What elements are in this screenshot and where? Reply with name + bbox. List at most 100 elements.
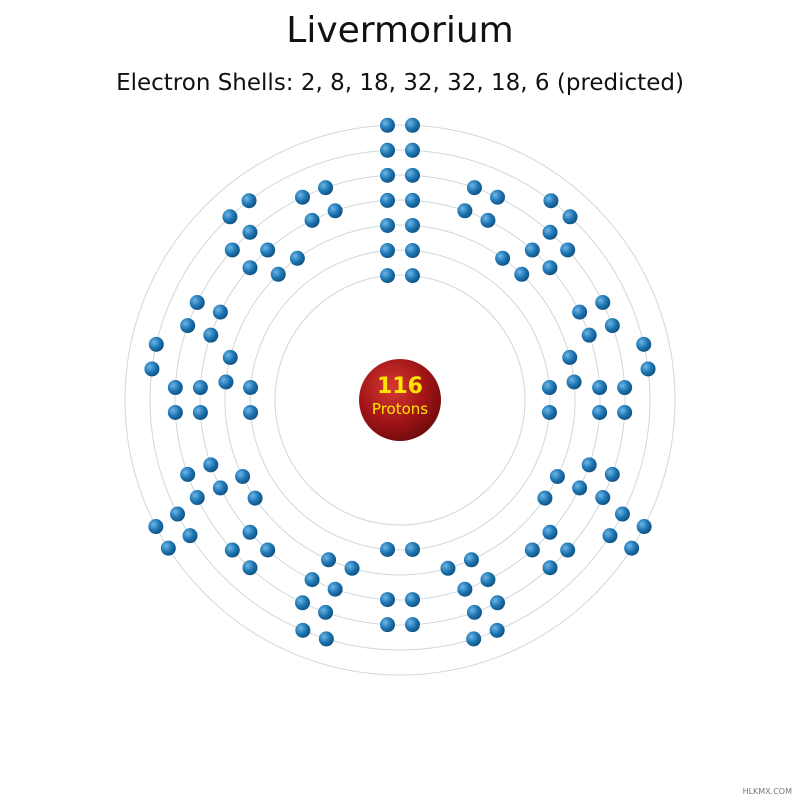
electron-shell-5-14 (542, 560, 558, 576)
electron-shell-4-14 (524, 542, 540, 558)
electron-shell-5-21 (242, 560, 258, 576)
electron-shell-5-9 (617, 380, 633, 396)
electron-shell-2-8 (243, 380, 259, 396)
electron-shell-3-18 (289, 250, 305, 266)
electron-shell-4-19 (327, 581, 343, 597)
orbit-rings (124, 124, 676, 676)
electron-shell-6-11 (318, 631, 334, 647)
electron-shell-3-1 (380, 217, 396, 233)
orbit-shell-5 (174, 174, 626, 626)
orbit-shell-1 (274, 274, 526, 526)
orbit-shell-6 (149, 149, 651, 651)
electron-shell-2-4 (541, 404, 557, 420)
electron-shell-6-5 (636, 336, 652, 352)
element-title: Livermorium (286, 10, 514, 51)
electron-shell-4-18 (380, 592, 396, 608)
electron-shell-7-2 (405, 117, 420, 133)
electron-shell-6-4 (562, 209, 578, 225)
electron-shell-3-3 (495, 250, 511, 266)
electron-shell-4-2 (404, 192, 420, 208)
electron-shell-4-4 (480, 212, 496, 228)
electron-shell-3-2 (404, 217, 420, 233)
electron-shell-4-30 (260, 242, 276, 258)
electron-shell-4-16 (457, 581, 473, 597)
electron-shell-5-29 (224, 242, 240, 258)
electron-shell-5-15 (490, 595, 506, 611)
electron-shell-6-12 (295, 622, 311, 638)
electron-shell-6-7 (614, 506, 630, 522)
electron-shell-7-1 (380, 117, 395, 133)
electron-shell-5-20 (294, 595, 310, 611)
electron-shell-4-31 (304, 212, 320, 228)
electron-shell-6-10 (466, 631, 482, 647)
electron-shell-6-14 (170, 506, 186, 522)
electron-shell-3-4 (514, 266, 530, 282)
electron-shell-5-12 (595, 490, 611, 506)
electron-shell-4-7 (572, 304, 588, 320)
electron-shell-3-13 (247, 490, 263, 506)
electron-shell-4-9 (592, 380, 608, 396)
electron-shell-5-17 (404, 617, 420, 633)
proton-count: 116 (377, 374, 423, 399)
electron-shell-5-27 (180, 318, 196, 334)
electron-shell-6-9 (489, 622, 505, 638)
electron-shell-5-2 (404, 167, 420, 183)
electron-shells-caption: Electron Shells: 2, 8, 18, 32, 32, 18, 6… (116, 70, 684, 96)
electron-shell-5-28 (189, 294, 205, 310)
electron-shell-6-3 (543, 193, 559, 209)
electron-shell-4-26 (192, 380, 208, 396)
orbit-shell-4 (199, 199, 601, 601)
electron-shell-6-8 (602, 528, 618, 544)
electron-shell-2-1 (380, 243, 396, 259)
electron-shell-3-10 (440, 560, 456, 576)
electron-shell-5-26 (167, 380, 183, 396)
electron-shell-6-1 (380, 142, 396, 158)
electron-shell-4-22 (242, 524, 258, 540)
electron-shell-2-5 (404, 541, 420, 557)
electron-shell-5-19 (318, 604, 334, 620)
electron-shell-4-27 (203, 327, 219, 343)
electron-shell-5-25 (167, 404, 183, 420)
electron-shell-5-3 (466, 180, 482, 196)
electron-shell-4-32 (327, 203, 343, 219)
electron-shell-4-21 (260, 542, 276, 558)
electron-shell-3-14 (235, 468, 251, 484)
electron-shell-4-11 (581, 457, 597, 473)
electron-shell-2-2 (404, 243, 420, 259)
electron-shell-5-10 (617, 404, 633, 420)
electron-shell-5-8 (604, 318, 620, 334)
electron-shell-5-5 (542, 224, 558, 240)
electron-shell-6-2 (404, 142, 420, 158)
watermark-text: HLKMX.COM (742, 787, 792, 796)
electron-shell-3-17 (270, 266, 286, 282)
electron-shell-6-15 (144, 361, 160, 377)
electron-shell-3-9 (463, 552, 479, 568)
proton-label: Protons (372, 400, 428, 418)
electron-shell-4-29 (242, 260, 258, 276)
electron-shell-3-16 (222, 349, 238, 365)
electron-shell-5-7 (595, 294, 611, 310)
electron-shell-5-16 (466, 604, 482, 620)
orbit-shell-7 (124, 124, 676, 676)
electron-shell-5-1 (380, 167, 396, 183)
electron-shell-4-15 (480, 572, 496, 588)
electron-shell-6-13 (182, 528, 198, 544)
electron-shell-5-22 (224, 542, 240, 558)
nucleus: 116 Protons (359, 359, 441, 441)
electron-shell-4-1 (380, 192, 396, 208)
electron-shell-4-25 (192, 404, 208, 420)
electron-shell-5-18 (380, 617, 396, 633)
electron-shell-2-7 (243, 404, 259, 420)
nucleus-sphere (359, 359, 441, 441)
electron-shell-5-6 (560, 242, 576, 258)
electron-shell-5-31 (294, 189, 310, 205)
electron-shell-5-23 (189, 490, 205, 506)
electron-shell-3-11 (344, 560, 360, 576)
electrons (144, 117, 656, 647)
electron-shell-7-5 (160, 540, 176, 556)
orbit-shell-3 (224, 224, 576, 576)
electron-shell-4-20 (304, 572, 320, 588)
electron-shell-2-3 (541, 380, 557, 396)
